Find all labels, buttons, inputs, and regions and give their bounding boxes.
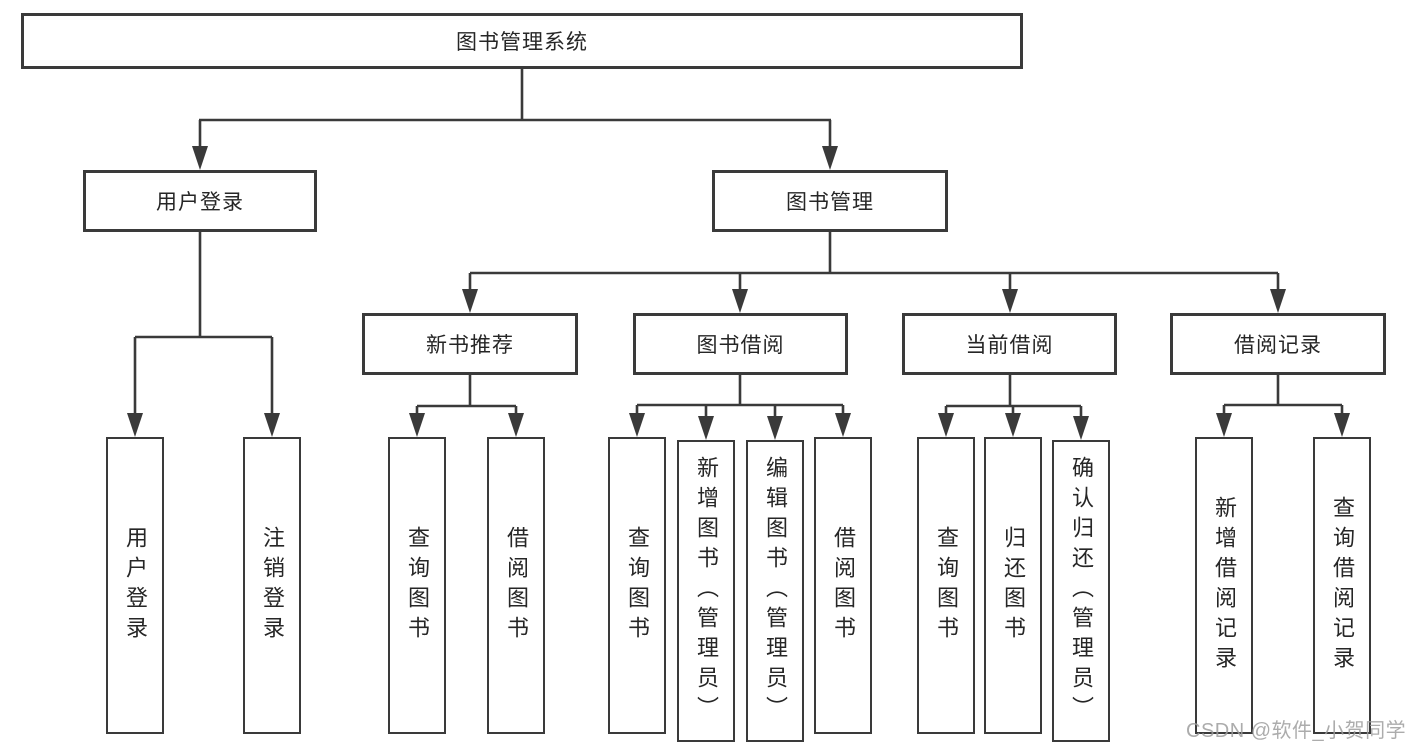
- leaf-borrow-books-recommend: 借阅图书: [487, 437, 545, 734]
- arrowhead-icon: [1216, 413, 1232, 437]
- leaf-label: 借阅图书: [831, 525, 856, 646]
- node-borrow-records: 借阅记录: [1170, 313, 1386, 375]
- leaf-query-books-recommend: 查询图书: [388, 437, 446, 734]
- leaf-query-books-current: 查询图书: [917, 437, 975, 734]
- node-book-borrow: 图书借阅: [633, 313, 848, 375]
- connector-book-management-to-level3: [462, 232, 1286, 313]
- leaf-label: 归还图书: [1001, 525, 1026, 646]
- arrowhead-icon: [938, 413, 954, 437]
- connector-borrow-records-group: [1216, 375, 1350, 437]
- node-root-library-system: 图书管理系统: [21, 13, 1023, 69]
- leaf-label: 注销登录: [260, 525, 285, 646]
- connector-root-to-level2: [192, 69, 838, 170]
- arrowhead-icon: [629, 413, 645, 437]
- leaf-logout: 注销登录: [243, 437, 301, 734]
- leaf-label: 确认归还（管理员）: [1069, 456, 1094, 726]
- leaf-label: 查询借阅记录: [1330, 495, 1355, 676]
- leaf-edit-books-admin: 编辑图书（管理员）: [746, 440, 804, 742]
- leaf-label: 查询图书: [934, 525, 959, 646]
- leaf-label: 用户登录: [123, 525, 148, 646]
- arrowhead-icon: [409, 413, 425, 437]
- connector-new-book-group: [409, 375, 524, 437]
- connector-book-borrow-group: [629, 375, 851, 440]
- leaf-label: 查询图书: [625, 525, 650, 646]
- leaf-add-borrow-record: 新增借阅记录: [1195, 437, 1253, 734]
- leaf-confirm-return-admin: 确认归还（管理员）: [1052, 440, 1110, 742]
- arrowhead-icon: [767, 416, 783, 440]
- arrowhead-icon: [462, 289, 478, 313]
- arrowhead-icon: [1270, 289, 1286, 313]
- node-user-login: 用户登录: [83, 170, 317, 232]
- node-new-book-recommend: 新书推荐: [362, 313, 578, 375]
- csdn-watermark: CSDN @软件_小贺同学: [1186, 720, 1405, 742]
- arrowhead-icon: [732, 289, 748, 313]
- arrowhead-icon: [192, 146, 208, 170]
- leaf-label: 编辑图书（管理员）: [763, 456, 788, 726]
- arrowhead-icon: [698, 416, 714, 440]
- leaf-borrow-books: 借阅图书: [814, 437, 872, 734]
- leaf-add-books-admin: 新增图书（管理员）: [677, 440, 735, 742]
- node-book-management: 图书管理: [712, 170, 948, 232]
- leaf-label: 新增借阅记录: [1212, 495, 1237, 676]
- leaf-label: 查询图书: [405, 525, 430, 646]
- arrowhead-icon: [264, 413, 280, 437]
- node-current-borrow: 当前借阅: [902, 313, 1117, 375]
- arrowhead-icon: [835, 413, 851, 437]
- arrowhead-icon: [1334, 413, 1350, 437]
- connector-current-borrow-group: [938, 375, 1089, 440]
- arrowhead-icon: [1005, 413, 1021, 437]
- arrowhead-icon: [127, 413, 143, 437]
- leaf-return-books: 归还图书: [984, 437, 1042, 734]
- leaf-label: 新增图书（管理员）: [694, 456, 719, 726]
- arrowhead-icon: [508, 413, 524, 437]
- leaf-query-borrow-record: 查询借阅记录: [1313, 437, 1371, 734]
- arrowhead-icon: [822, 146, 838, 170]
- arrowhead-icon: [1002, 289, 1018, 313]
- leaf-label: 借阅图书: [504, 525, 529, 646]
- leaf-user-login: 用户登录: [106, 437, 164, 734]
- leaf-query-books-borrow: 查询图书: [608, 437, 666, 734]
- arrowhead-icon: [1073, 416, 1089, 440]
- connector-user-login-group: [127, 232, 280, 437]
